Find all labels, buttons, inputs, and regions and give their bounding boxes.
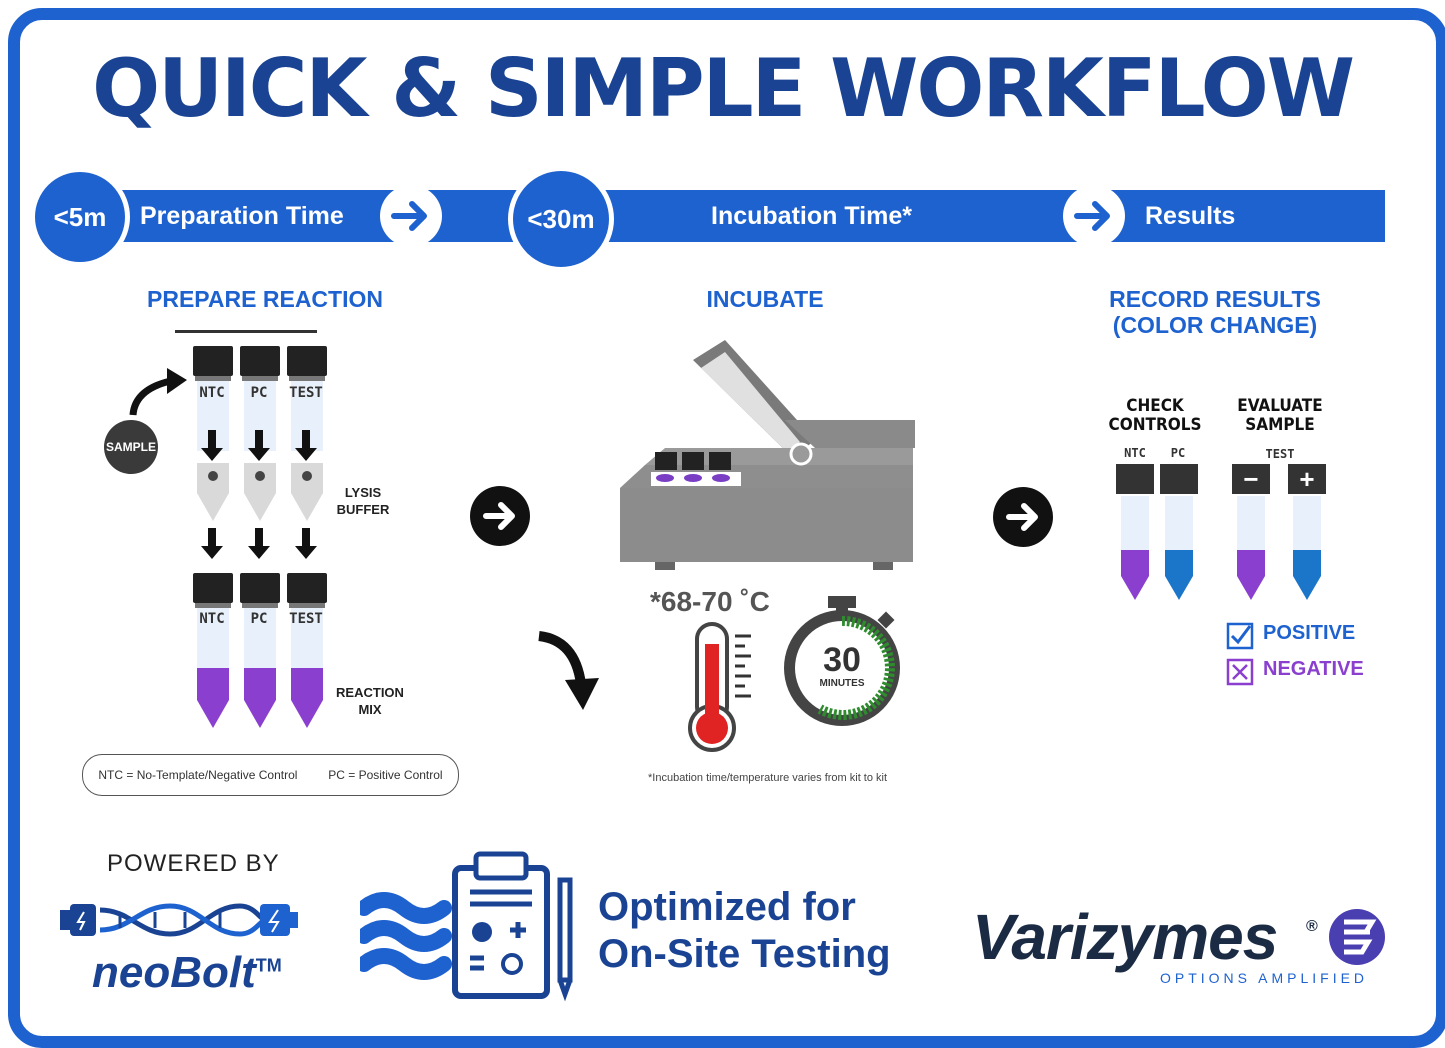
prep-time-badge: <5m xyxy=(30,167,130,267)
legend-pc: PC = Positive Control xyxy=(328,768,443,782)
tube-label-ntc: NTC xyxy=(199,385,225,401)
incubation-time-badge: <30m xyxy=(508,166,614,272)
banner-segment-4 xyxy=(1100,190,1385,242)
plus-icon: + xyxy=(1299,464,1315,494)
sample-badge: SAMPLE xyxy=(104,420,158,474)
neobolt-tm: TM xyxy=(255,955,282,976)
thermometer-icon xyxy=(688,622,751,752)
tube-label-test: TEST xyxy=(289,385,323,401)
result-label-pc: PC xyxy=(1170,446,1186,460)
varizymes-logo-text: Varizymes xyxy=(972,901,1278,973)
arrow-right-icon xyxy=(391,201,427,231)
record-heading-line2: (COLOR CHANGE) xyxy=(1112,312,1318,338)
prepare-illustration xyxy=(129,346,327,728)
tube-label-ntc-2: NTC xyxy=(199,611,225,627)
result-tubes xyxy=(1116,464,1326,600)
results-label: Results xyxy=(1145,202,1236,230)
evaluate-sample-line1: EVALUATE xyxy=(1237,396,1323,416)
neobolt-name: neoBolt xyxy=(92,948,256,997)
minus-icon: − xyxy=(1243,464,1259,494)
legend-box: NTC = No-Template/Negative Control PC = … xyxy=(82,754,459,796)
step-arrow-2 xyxy=(993,487,1053,547)
neobolt-logo-text: neoBoltTM xyxy=(92,948,282,998)
varizymes-registered: ® xyxy=(1306,918,1318,935)
optimized-line1: Optimized for xyxy=(598,885,856,929)
page-title: QUICK & SIMPLE WORKFLOW xyxy=(92,42,1355,135)
incubate-heading: INCUBATE xyxy=(706,286,824,312)
evaluate-sample-line2: SAMPLE xyxy=(1245,415,1315,435)
divider-line xyxy=(175,330,317,333)
result-label-test: TEST xyxy=(1265,447,1295,461)
step-arrow-1 xyxy=(470,486,530,546)
check-controls-line1: CHECK xyxy=(1126,396,1184,416)
banner-arrow-1 xyxy=(380,185,442,247)
incubation-time-label: Incubation Time* xyxy=(711,202,912,230)
arrow-right-icon xyxy=(1074,201,1110,231)
varizymes-tagline: OPTIONS AMPLIFIED xyxy=(1160,970,1369,986)
banner-arrow-2 xyxy=(1063,185,1125,247)
negative-label: NEGATIVE xyxy=(1263,658,1364,680)
stopwatch-icon xyxy=(784,596,900,726)
checkbox-checked-icon xyxy=(1226,622,1254,650)
temperature-label: *68-70 ˚C xyxy=(650,586,770,617)
prepare-heading: PREPARE REACTION xyxy=(147,286,383,312)
banner-segment-3 xyxy=(560,190,1100,242)
on-site-testing-icon xyxy=(360,851,573,1002)
arrow-right-icon xyxy=(483,502,515,530)
neobolt-dna-logo xyxy=(60,903,298,937)
result-label-ntc: NTC xyxy=(1124,446,1146,460)
incubator-icon xyxy=(620,340,915,570)
legend-ntc: NTC = No-Template/Negative Control xyxy=(98,768,298,782)
checkbox-crossed-icon xyxy=(1226,658,1254,686)
incubation-footnote: *Incubation time/temperature varies from… xyxy=(648,772,888,784)
reaction-mix-label: REACTION MIX xyxy=(336,685,404,717)
tube-label-test-2: TEST xyxy=(289,611,323,627)
tube-label-pc: PC xyxy=(250,385,268,401)
arrow-right-icon xyxy=(1006,503,1038,531)
prep-time-label: Preparation Time xyxy=(140,202,344,230)
varizymes-emblem-icon xyxy=(1329,909,1385,965)
timer-value: 30 xyxy=(823,641,861,679)
optimized-line2: On-Site Testing xyxy=(598,932,891,976)
record-heading-line1: RECORD RESULTS xyxy=(1109,286,1321,312)
positive-label: POSITIVE xyxy=(1263,622,1356,644)
check-controls-line2: CONTROLS xyxy=(1108,415,1202,435)
tube-label-pc-2: PC xyxy=(250,611,268,627)
curved-arrow-down-icon xyxy=(538,631,599,710)
powered-by-label: POWERED BY xyxy=(107,850,280,877)
timer-unit: MINUTES xyxy=(819,678,865,689)
lysis-buffer-label: LYSIS BUFFER xyxy=(336,485,390,517)
optimized-text: Optimized for On-Site Testing xyxy=(598,884,891,978)
